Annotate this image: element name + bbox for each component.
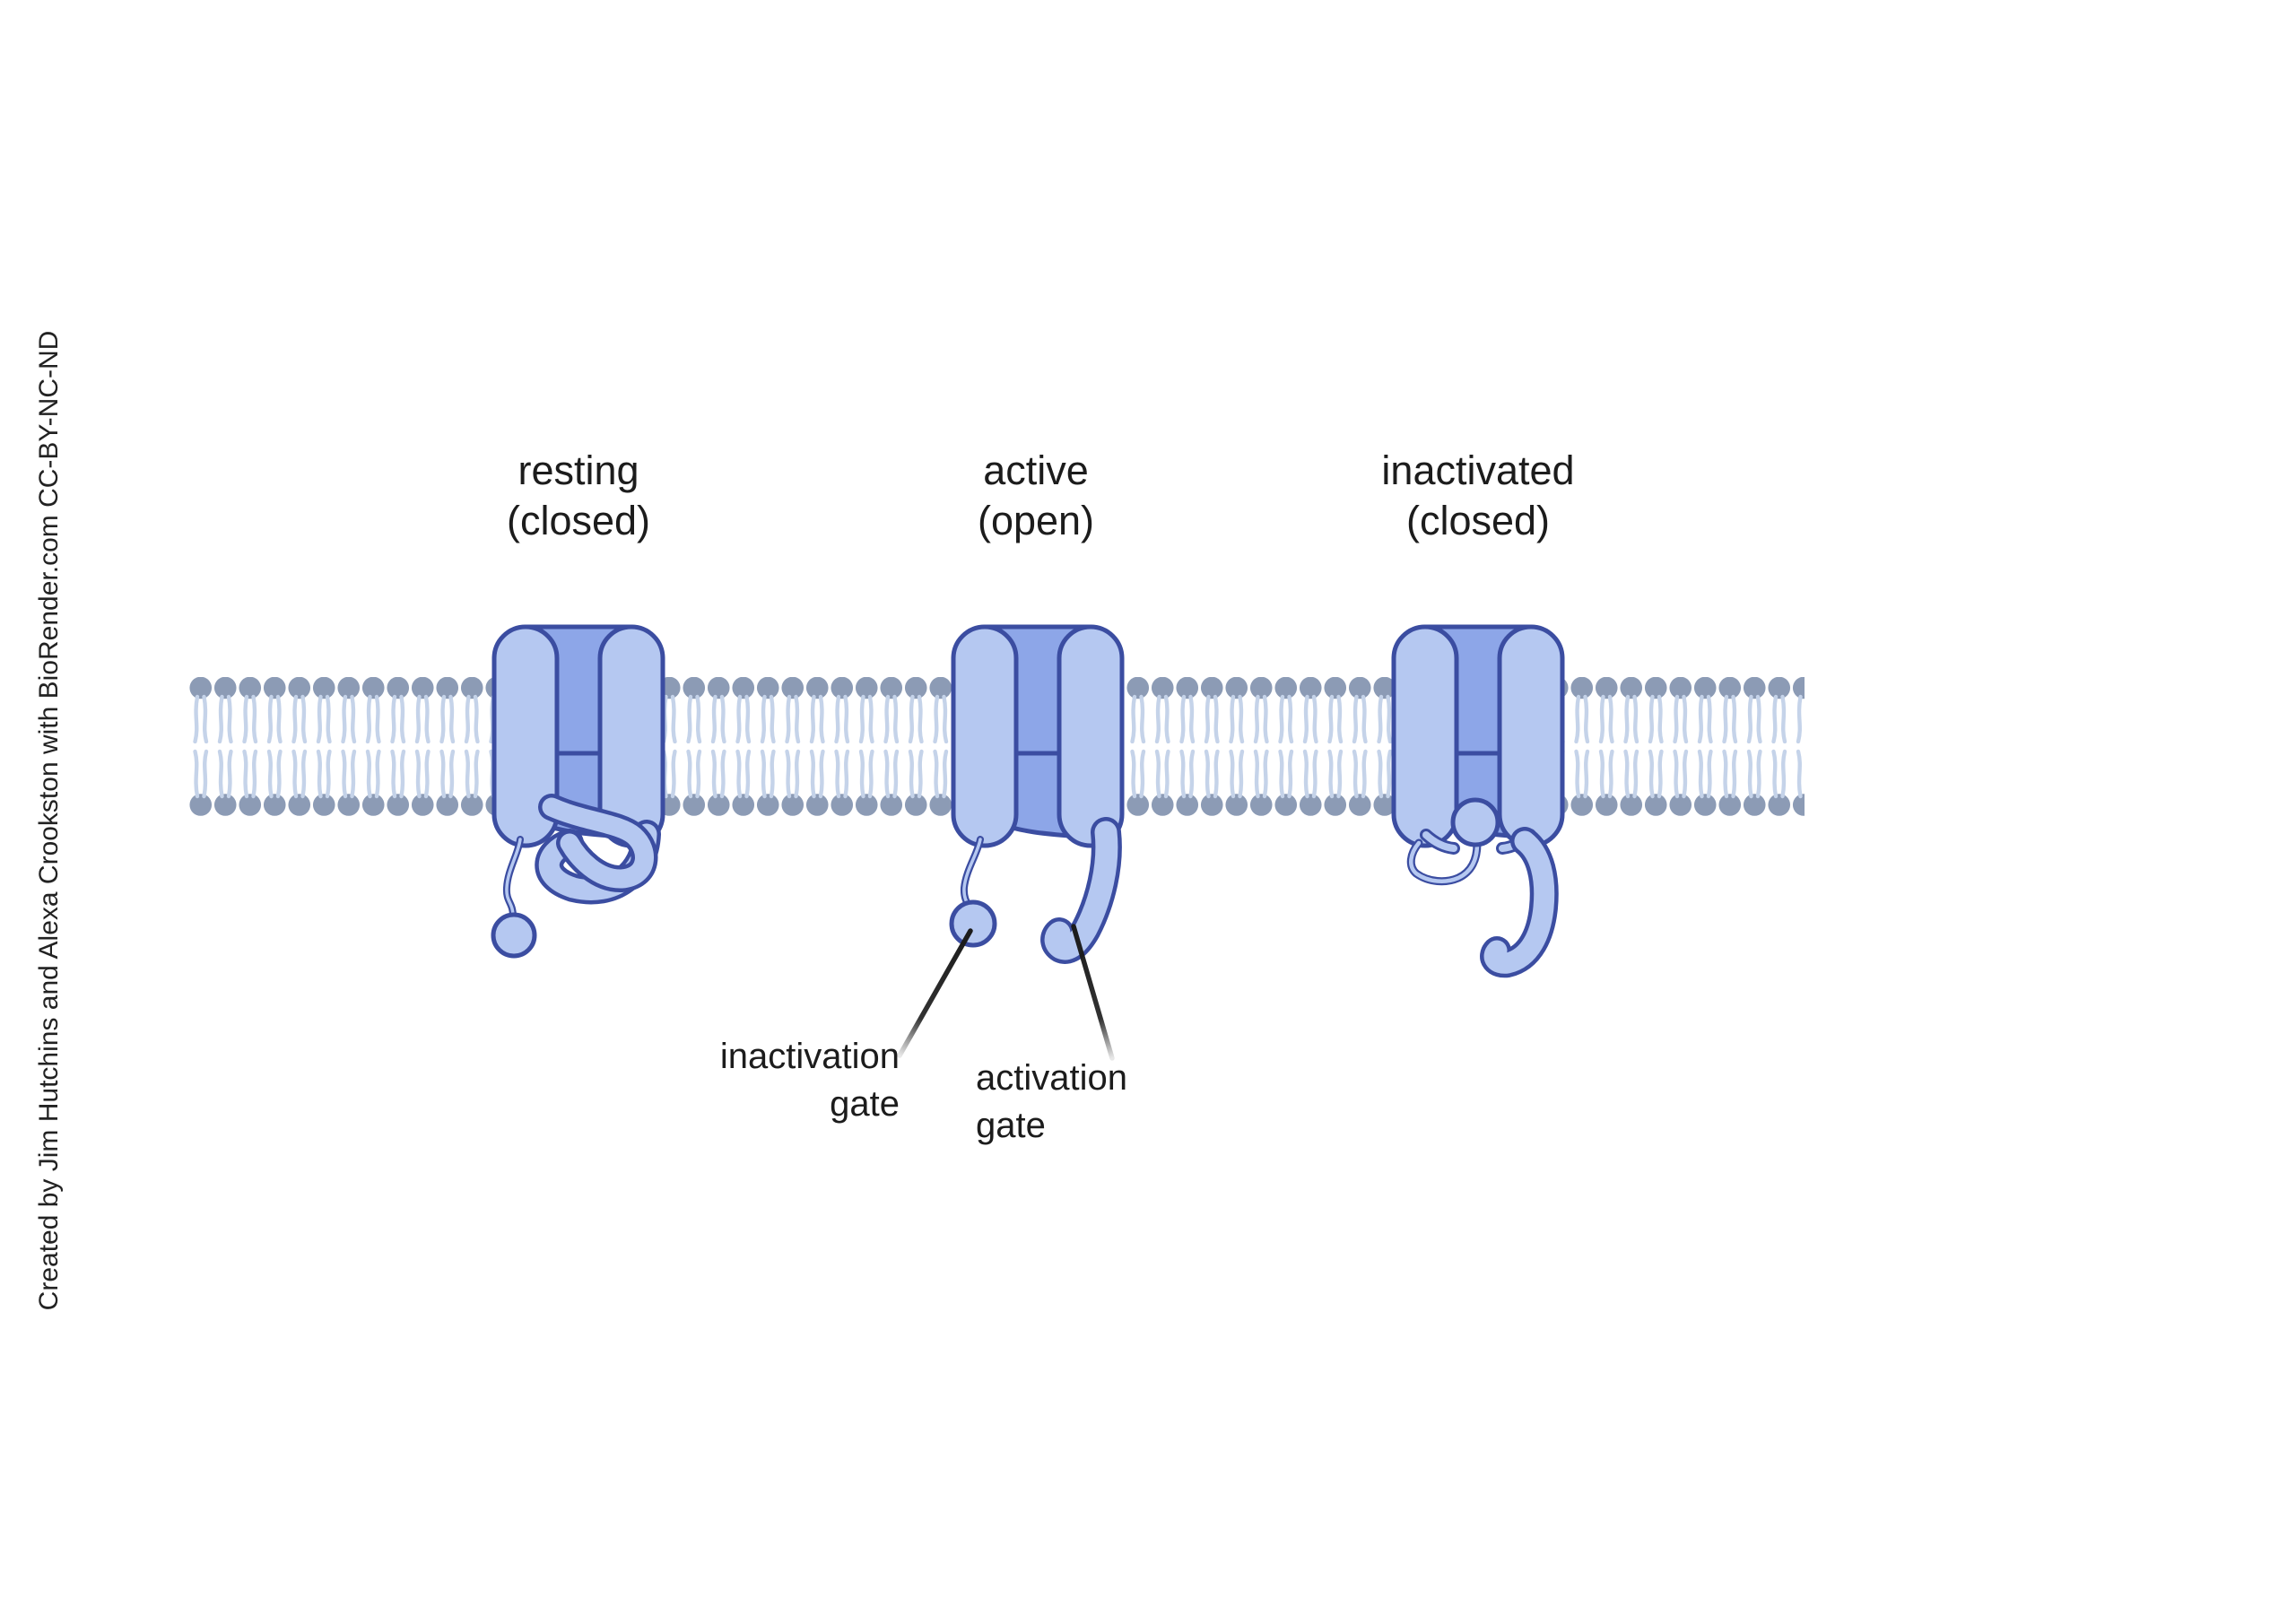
channel-subunit-right [1497,624,1565,848]
state-label-resting: resting (closed) [507,446,650,546]
inactivation-gate-ball [949,899,997,948]
channel-subunit-left [491,624,560,848]
ion-channel-resting [491,624,665,959]
channel-subunit-left [1391,624,1459,848]
credit-text: Created by Jim Hutchins and Alexa Crooks… [34,330,64,1311]
inactivation-gate-ball-plugged [1450,797,1500,847]
ion-channel-inactivated [1391,624,1565,978]
ion-channel-active [949,624,1125,964]
activation-gate-label: activation gate [976,1058,1127,1145]
state-name: inactivated [1381,447,1575,493]
state-gating: (closed) [506,498,651,543]
state-gating: (open) [977,498,1095,543]
state-gating: (closed) [1405,498,1551,543]
channel-subunit-left [951,624,1019,848]
channel-subunit-right [1057,624,1125,848]
inactivation-gate-pointer-line [897,928,973,1058]
inactivation-gate-label: inactivation gate [719,1037,900,1124]
state-name: active [983,447,1089,493]
state-name: resting [517,447,639,493]
activation-gate-pointer-line [1071,924,1115,1061]
inactivation-gate-ball [491,912,537,959]
state-label-inactivated: inactivated (closed) [1381,446,1574,546]
state-label-active: active (open) [978,446,1094,546]
